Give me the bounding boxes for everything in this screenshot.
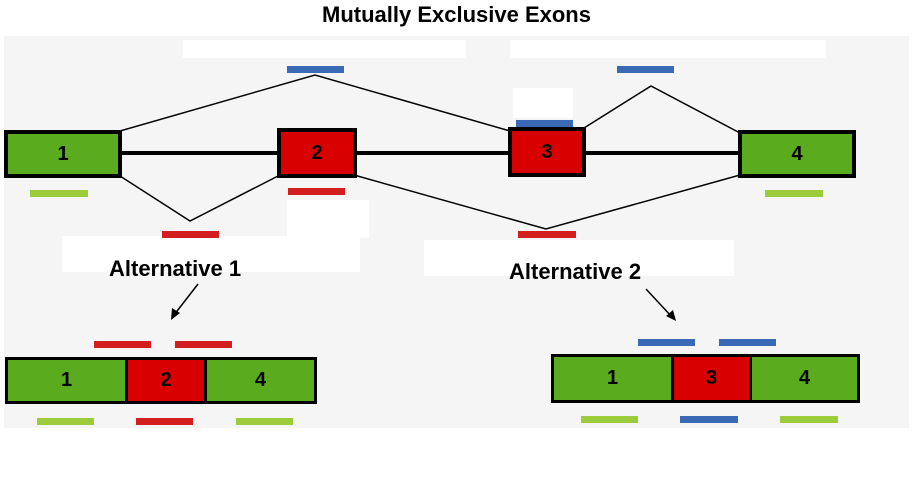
splice-junction-3-4 <box>583 85 741 134</box>
alt1-exon-1: 1 <box>8 360 128 401</box>
alt1-exon-2: 2 <box>128 360 207 401</box>
splice-junction-1-3 <box>119 74 511 132</box>
splice-junction-2-4 <box>353 174 741 230</box>
exon-bar-red <box>136 418 193 425</box>
junction-bar-red <box>94 341 151 348</box>
gene-exon-4: 4 <box>738 130 856 178</box>
exon-bar-blue <box>680 416 738 423</box>
alt1-exon-4: 4 <box>207 360 314 401</box>
gene-exon-2: 2 <box>277 128 357 178</box>
junction-bar-blue <box>617 66 674 73</box>
arrowhead-alternative-1 <box>171 308 180 320</box>
alternative-1-transcript: 1 2 4 <box>5 357 317 404</box>
exon-bar-green <box>780 416 838 423</box>
gene-exon-1: 1 <box>4 130 122 178</box>
exon-bar-red <box>288 188 345 195</box>
blank-patch <box>424 240 734 276</box>
blank-patch <box>513 88 573 118</box>
junction-bar-blue <box>638 339 695 346</box>
junction-bar-red <box>162 231 219 238</box>
exon-bar-blue <box>516 120 573 127</box>
junction-bar-blue <box>287 66 344 73</box>
exon-number: 1 <box>606 367 619 389</box>
arrow-alternative-1 <box>173 283 199 316</box>
arrow-alternative-2 <box>645 288 673 318</box>
arrowhead-alternative-2 <box>666 310 676 321</box>
exon-number: 2 <box>160 369 172 391</box>
exon-number: 1 <box>57 142 69 165</box>
exon-bar-green <box>236 418 293 425</box>
alt2-exon-4: 4 <box>752 357 857 400</box>
diagram-title: Mutually Exclusive Exons <box>322 2 591 27</box>
exon-bar-green <box>30 190 88 197</box>
exon-bar-green <box>37 418 94 425</box>
alternative-2-label: Alternative 2 <box>509 259 642 284</box>
alternative-1-label: Alternative 1 <box>109 256 242 281</box>
blank-patch <box>510 40 826 58</box>
exon-number: 3 <box>705 367 718 389</box>
junction-bar-blue <box>719 339 776 346</box>
blank-patch <box>183 40 466 58</box>
exon-number: 4 <box>798 367 811 389</box>
blank-patch <box>287 200 369 238</box>
alt2-exon-3: 3 <box>674 357 752 400</box>
junction-bar-red <box>175 341 232 348</box>
exon-number: 4 <box>254 369 267 391</box>
junction-bar-red <box>518 231 576 238</box>
exon-bar-green <box>765 190 823 197</box>
alt2-exon-1: 1 <box>554 357 674 400</box>
blank-patch <box>62 236 360 272</box>
gene-exon-3: 3 <box>508 127 586 177</box>
alternative-2-transcript: 1 3 4 <box>551 354 860 403</box>
exon-bar-green <box>581 416 638 423</box>
exon-number: 2 <box>311 141 323 164</box>
exon-number: 1 <box>60 369 73 391</box>
exon-number: 4 <box>791 142 803 165</box>
splice-junction-1-2 <box>119 174 281 222</box>
exon-number: 3 <box>541 140 553 163</box>
